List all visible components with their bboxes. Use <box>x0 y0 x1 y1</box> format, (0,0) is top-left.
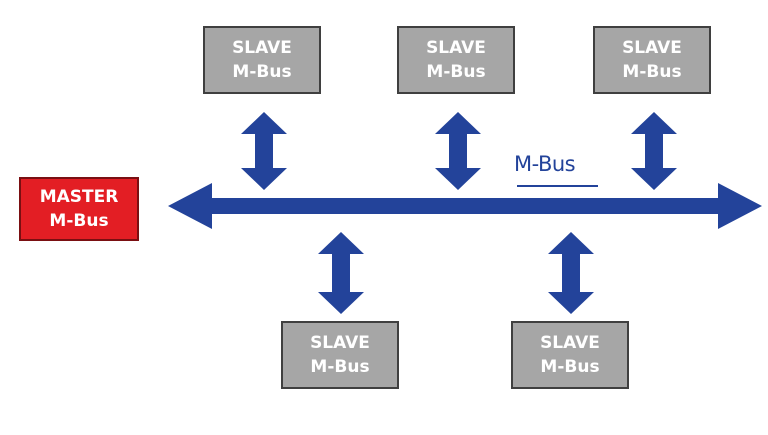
bus-label: M-Bus <box>514 152 576 176</box>
slave-subtitle: M-Bus <box>426 62 486 82</box>
slave-box-1: SLAVE M-Bus <box>203 26 321 94</box>
master-subtitle: M-Bus <box>49 211 109 231</box>
master-m-bus-box: MASTER M-Bus <box>19 177 139 241</box>
main-bus-arrow <box>168 183 762 229</box>
slave-subtitle: M-Bus <box>540 357 600 377</box>
slave-subtitle: M-Bus <box>622 62 682 82</box>
slave-box-4: SLAVE M-Bus <box>281 321 399 389</box>
slave-subtitle: M-Bus <box>232 62 292 82</box>
connector-arrow-slave-3 <box>631 112 677 190</box>
slave-box-3: SLAVE M-Bus <box>593 26 711 94</box>
slave-title: SLAVE <box>540 333 600 353</box>
connector-arrow-slave-4 <box>318 232 364 314</box>
connector-arrow-slave-2 <box>435 112 481 190</box>
master-title: MASTER <box>39 187 119 207</box>
slave-title: SLAVE <box>310 333 370 353</box>
connector-arrow-slave-5 <box>548 232 594 314</box>
slave-box-2: SLAVE M-Bus <box>397 26 515 94</box>
slave-title: SLAVE <box>426 38 486 58</box>
slave-box-5: SLAVE M-Bus <box>511 321 629 389</box>
slave-title: SLAVE <box>622 38 682 58</box>
slave-title: SLAVE <box>232 38 292 58</box>
slave-subtitle: M-Bus <box>310 357 370 377</box>
connector-arrow-slave-1 <box>241 112 287 190</box>
